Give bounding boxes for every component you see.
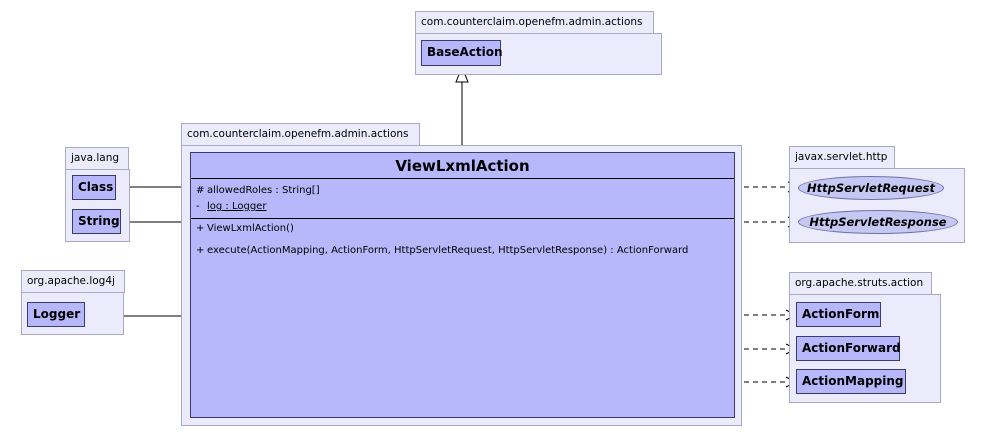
operation-text: ViewLxmlAction() — [207, 223, 294, 234]
interface-http-servlet-response[interactable]: HttpServletResponse — [798, 210, 958, 234]
package-tab-struts-action: org.apache.struts.action — [789, 272, 932, 295]
package-tab-java-lang: java.lang — [65, 147, 129, 170]
interface-http-servlet-request[interactable]: HttpServletRequest — [798, 176, 944, 200]
attribute-log: -log : Logger — [196, 200, 266, 214]
attribute-allowed-roles: #allowedRoles : String[] — [196, 184, 320, 198]
class-string[interactable]: String — [72, 209, 121, 234]
package-tab-servlet-http: javax.servlet.http — [789, 146, 895, 169]
package-tab-admin-actions-main: com.counterclaim.openefm.admin.actions — [181, 123, 420, 146]
attribute-text: allowedRoles : String[] — [207, 185, 320, 196]
package-label: java.lang — [71, 152, 120, 164]
package-label: javax.servlet.http — [795, 151, 888, 163]
class-separator-bottom — [191, 218, 734, 219]
visibility-marker: # — [196, 185, 205, 196]
visibility-marker: + — [196, 245, 205, 256]
package-label: org.apache.struts.action — [795, 277, 924, 289]
class-name: ViewLxmlAction — [395, 157, 530, 175]
class-separator-top — [191, 178, 734, 179]
class-base-action[interactable]: BaseAction — [421, 40, 503, 66]
package-tab-admin-actions-parent: com.counterclaim.openefm.admin.actions — [415, 11, 654, 34]
attribute-text: log : Logger — [207, 201, 267, 212]
visibility-marker: + — [196, 223, 205, 234]
class-logger[interactable]: Logger — [27, 302, 85, 327]
class-action-form[interactable]: ActionForm — [796, 302, 881, 327]
operation-execute: +execute(ActionMapping, ActionForm, Http… — [196, 244, 688, 258]
class-class[interactable]: Class — [72, 175, 116, 200]
class-view-lxml-action[interactable]: ViewLxmlAction #allowedRoles : String[] … — [190, 152, 735, 418]
operation-constructor: +ViewLxmlAction() — [196, 222, 294, 236]
package-tab-log4j: org.apache.log4j — [21, 270, 125, 293]
visibility-marker: - — [196, 201, 200, 212]
class-action-mapping[interactable]: ActionMapping — [796, 369, 906, 394]
package-label: com.counterclaim.openefm.admin.actions — [421, 16, 643, 28]
class-action-forward[interactable]: ActionForward — [796, 336, 901, 361]
package-label: com.counterclaim.openefm.admin.actions — [187, 128, 409, 140]
operation-text: execute(ActionMapping, ActionForm, HttpS… — [207, 245, 689, 256]
package-label: org.apache.log4j — [27, 275, 115, 287]
